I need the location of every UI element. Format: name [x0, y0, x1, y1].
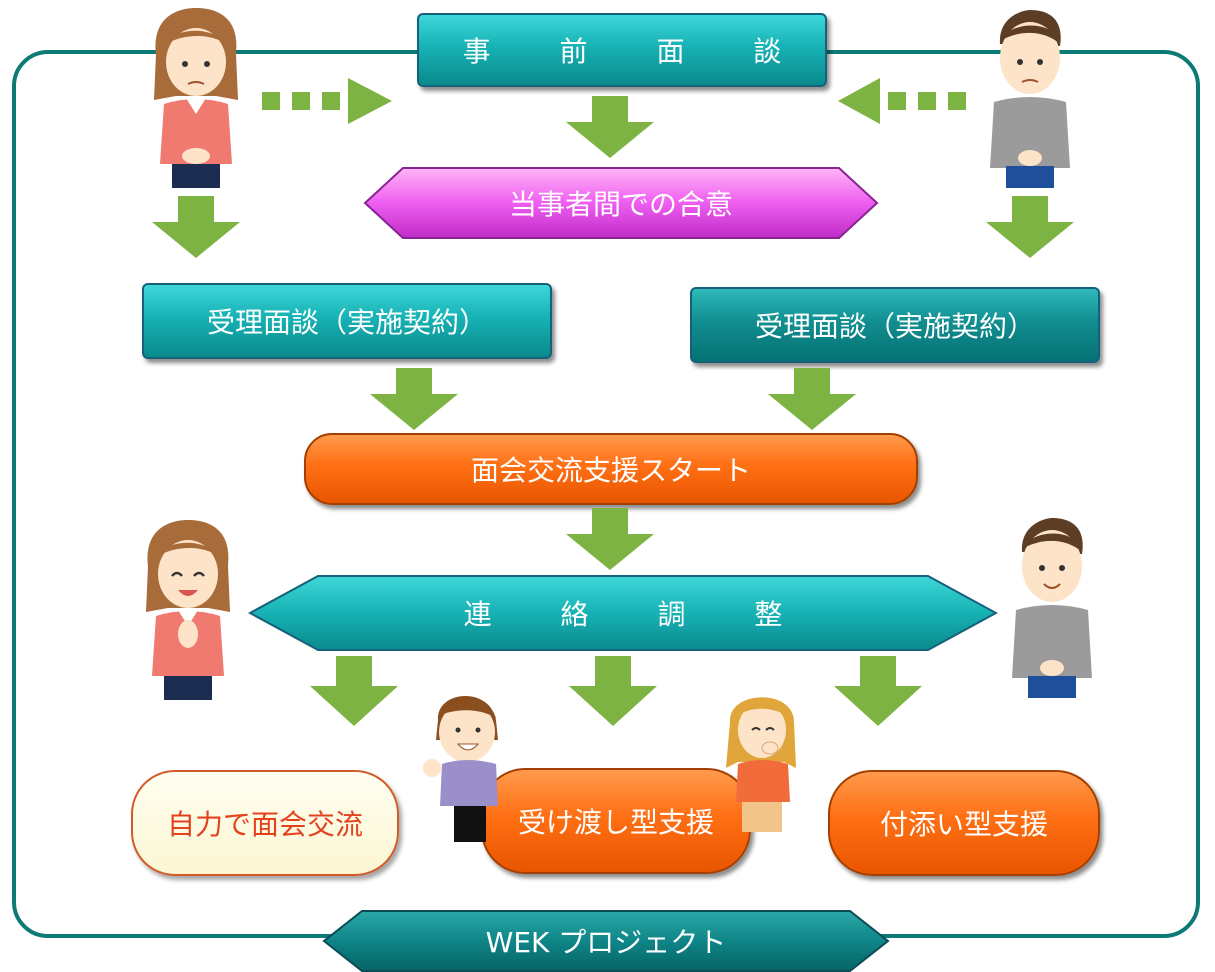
outcome-handover-label: 受け渡し型支援: [517, 806, 714, 839]
arrow-down-icon: [152, 196, 240, 258]
dotted-arrow-right-icon: [262, 78, 392, 124]
dotted-arrow-left-icon: [838, 78, 966, 124]
arrow-down-icon: [310, 656, 398, 726]
arrow-down-icon: [566, 508, 654, 570]
pre-interview-label: 事 前 面 談: [462, 35, 812, 68]
mother-worried-icon: [154, 8, 238, 188]
arrow-down-icon: [834, 656, 922, 726]
coordination-label: 連 絡 調 整: [463, 598, 813, 631]
boy-child-icon: [423, 695, 498, 842]
father-happy-icon: [1012, 518, 1092, 698]
outcome-handover: 受け渡し型支援: [481, 768, 751, 874]
pre-interview-box: 事 前 面 談: [417, 13, 827, 87]
footer-label: WEK プロジェクト: [485, 926, 727, 959]
intake-box-right: 受理面談（実施契約）: [690, 287, 1100, 363]
intake-label-right: 受理面談（実施契約）: [754, 310, 1035, 343]
outcome-self: 自力で面会交流: [131, 770, 399, 876]
agreement-box: 当事者間での合意: [363, 166, 879, 240]
support-start-label: 面会交流支援スタート: [470, 454, 751, 487]
arrow-down-icon: [566, 96, 654, 158]
outcome-self-label: 自力で面会交流: [166, 808, 363, 841]
outcome-attended: 付添い型支援: [828, 770, 1100, 876]
agreement-label: 当事者間での合意: [508, 188, 733, 221]
outcome-attended-label: 付添い型支援: [879, 808, 1048, 841]
coordination-box: 連 絡 調 整: [248, 574, 998, 652]
intake-box-left: 受理面談（実施契約）: [142, 283, 552, 359]
arrow-down-icon: [768, 368, 856, 430]
arrow-down-icon: [569, 656, 657, 726]
mother-happy-icon: [146, 520, 230, 700]
arrow-down-icon: [370, 368, 458, 430]
arrow-down-icon: [986, 196, 1074, 258]
intake-label-left: 受理面談（実施契約）: [206, 306, 487, 339]
father-worried-icon: [990, 10, 1070, 188]
support-start-box: 面会交流支援スタート: [304, 433, 918, 505]
girl-child-icon: [726, 697, 796, 832]
footer-banner: WEK プロジェクト: [322, 910, 890, 972]
